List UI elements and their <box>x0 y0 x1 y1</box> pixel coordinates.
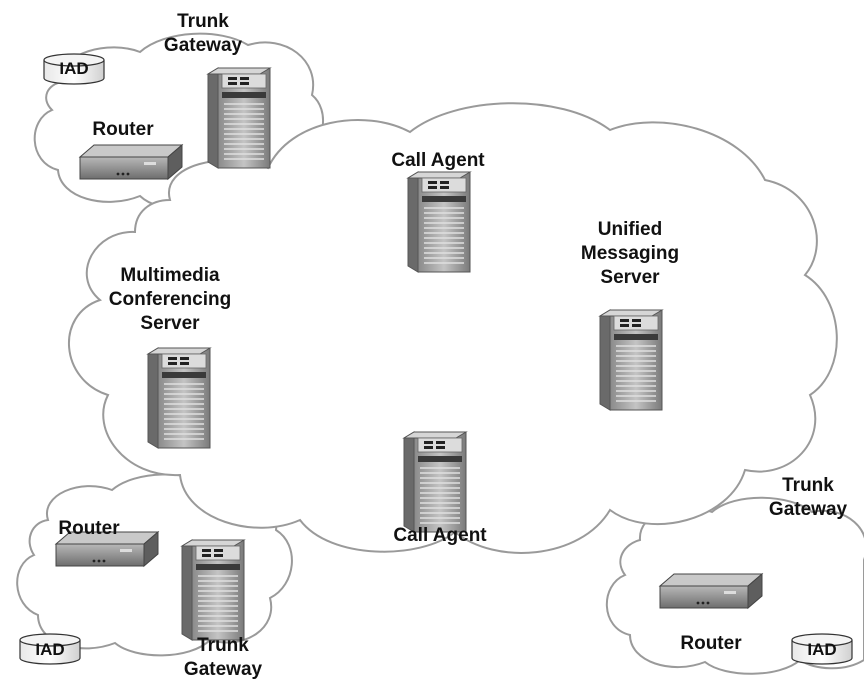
label-bl-trunk-gateway: Trunk Gateway <box>183 635 263 680</box>
router-icon-top-left <box>79 144 183 180</box>
label-call-agent-top: Call Agent <box>391 150 485 171</box>
label-br-iad: IAD <box>807 640 837 659</box>
server-icon-tl-trunk-gateway <box>207 67 271 169</box>
server-icon-call-agent-bottom <box>403 431 467 533</box>
label-tl-router: Router <box>92 119 154 140</box>
cloud-main <box>67 102 838 554</box>
label-call-agent-bottom: Call Agent <box>393 525 487 546</box>
label-br-trunk-gateway: Trunk Gateway <box>768 475 848 520</box>
label-unified-messaging-server: Unified Messaging Server <box>580 219 680 288</box>
server-icon-unified-messaging <box>599 309 663 411</box>
server-icon-multimedia-conferencing <box>147 347 211 449</box>
label-tl-iad: IAD <box>59 59 89 78</box>
server-icon-call-agent-top <box>407 171 471 273</box>
label-bl-router: Router <box>58 518 120 539</box>
router-icon-bottom-right <box>659 573 763 609</box>
server-icon-bl-trunk-gateway <box>181 539 245 641</box>
label-br-router: Router <box>680 633 742 654</box>
label-multimedia-conferencing-server: Multimedia Conferencing Server <box>108 265 232 334</box>
label-bl-iad: IAD <box>35 640 65 659</box>
label-tl-trunk-gateway: Trunk Gateway <box>163 11 243 56</box>
